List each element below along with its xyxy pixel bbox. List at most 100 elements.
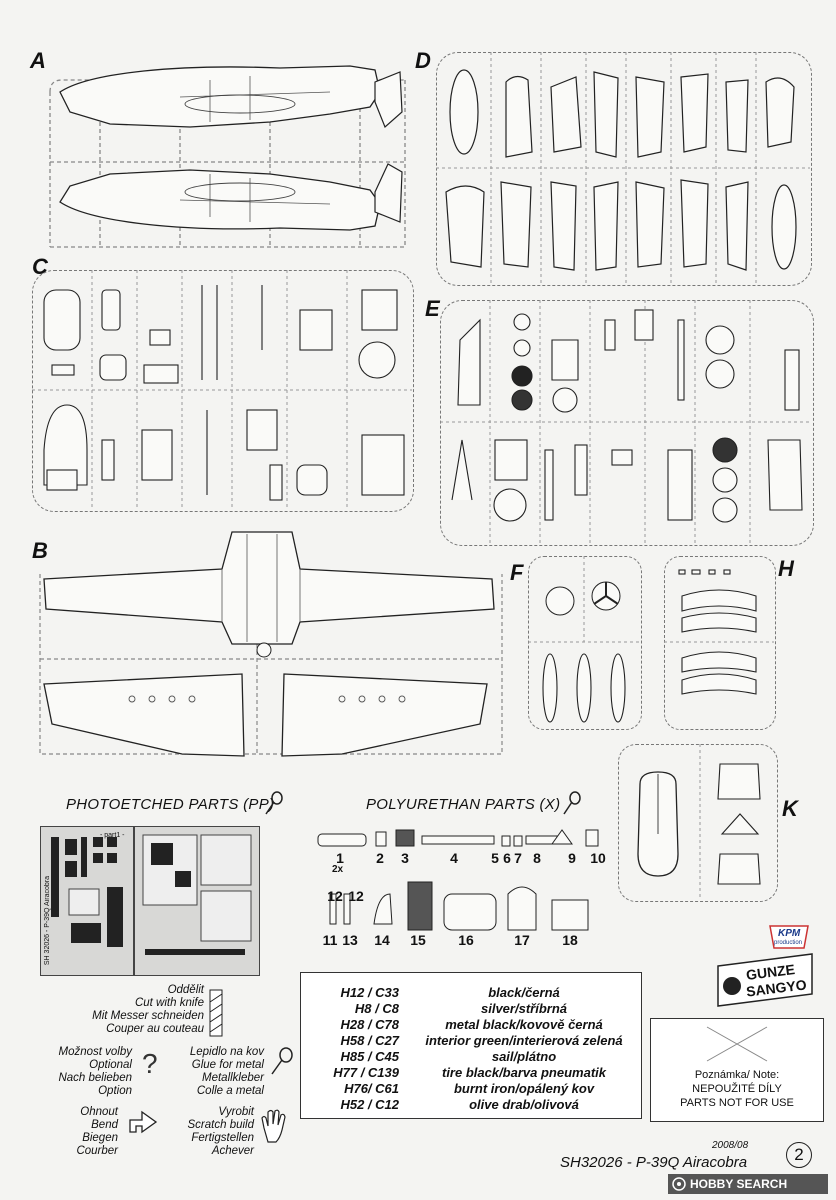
sprue-c-frame — [32, 270, 414, 512]
polyurethane-title: POLYURETHAN PARTS (X) — [366, 796, 561, 813]
paint-name: silver/stříbrná — [481, 1001, 567, 1016]
paint-name: metal black/kovově černá — [445, 1017, 603, 1032]
pu-part-number: 15 — [410, 932, 426, 948]
sprue-d-parts — [436, 52, 810, 284]
glue-icon — [265, 791, 283, 815]
paint-row: H52 / C12 olive drab/olivová — [301, 1097, 641, 1112]
pu-part-number: 17 — [514, 932, 530, 948]
question-mark-icon: ? — [142, 1048, 158, 1079]
pu-part-number: 13 — [342, 932, 358, 948]
sprue-k-parts — [637, 744, 761, 900]
sprue-e-frame — [440, 300, 814, 546]
paint-name: olive drab/olivová — [469, 1097, 579, 1112]
note-en: PARTS NOT FOR USE — [680, 1097, 794, 1109]
page-number: 2 — [786, 1142, 812, 1168]
paint-row: H76/ C61 burnt iron/opálený kov — [301, 1081, 641, 1096]
paint-name: interior green/interierová zelená — [425, 1033, 623, 1048]
sprue-letter-e: E — [425, 296, 440, 321]
polyurethane-parts — [317, 829, 599, 931]
paint-name: burnt iron/opálený kov — [453, 1081, 595, 1096]
paint-row: H28 / C78 metal black/kovově černá — [301, 1017, 641, 1032]
sprue-f-frame — [528, 556, 642, 730]
kpm-logo: KPM production — [766, 922, 812, 952]
paint-code: H77 / C139 — [333, 1065, 399, 1080]
note-heading: Poznámka/ Note: — [694, 1069, 780, 1081]
paint-code: H52 / C12 — [340, 1097, 399, 1112]
pu-part-number: 9 — [568, 850, 576, 866]
glue-icon — [271, 1047, 293, 1075]
legend-scratch-en: Scratch build — [187, 1119, 254, 1131]
sprue-c-parts — [32, 270, 412, 510]
footer-title: SH32026 - P-39Q Airacobra — [560, 1154, 748, 1171]
legend-scratch: Vyrobit Scratch build Fertigstellen Ache… — [160, 1106, 254, 1158]
kpm-text: KPM — [778, 928, 801, 939]
pu-part-number: 1 — [336, 850, 344, 866]
pu-qty: 2x — [332, 864, 344, 875]
pu-part-number: 4 — [450, 850, 458, 866]
legend-optional-cz: Možnost volby — [58, 1046, 132, 1058]
hobby-search-watermark: HOBBY SEARCH — [668, 1174, 828, 1194]
pe-sheet-2-parts — [142, 834, 252, 955]
paint-name: sail/plátno — [491, 1049, 557, 1064]
sprue-letter-a: A — [30, 48, 46, 73]
legend-glue-de: Metallkleber — [202, 1072, 264, 1084]
legend-glue-en: Glue for metal — [191, 1059, 264, 1071]
paint-code: H76/ C61 — [344, 1081, 399, 1096]
legend-bend-en: Bend — [91, 1119, 118, 1131]
legend-scratch-cz: Vyrobit — [218, 1106, 254, 1118]
paint-code: H8 / C8 — [354, 1001, 399, 1016]
pu-part-number: 10 — [590, 850, 606, 866]
sprue-h-parts — [664, 569, 774, 695]
kpm-sub: production — [774, 940, 803, 946]
legend-cut-fr: Couper au couteau — [106, 1023, 204, 1035]
note-cz: NEPOUŽITÉ DÍLY — [692, 1083, 782, 1095]
pe-sheet-part-label: - part1 - — [100, 832, 125, 839]
legend-cut-cz: Oddělit — [167, 984, 204, 996]
paint-code: H85 / C45 — [340, 1049, 399, 1064]
paint-code: H58 / C27 — [340, 1033, 399, 1048]
sprue-letter-d: D — [415, 48, 431, 73]
legend-glue-fr: Colle a metal — [196, 1085, 264, 1097]
pu-part-number: 12 — [348, 888, 364, 904]
pu-part-number: 6 — [503, 850, 511, 866]
pu-part-number: 7 — [514, 850, 522, 866]
pe-sheet-1 — [40, 826, 134, 976]
footer-date: 2008/08 — [712, 1140, 749, 1151]
cross-out-icon — [706, 1026, 768, 1062]
paint-name: black/černá — [488, 985, 560, 1000]
sprue-f-parts — [528, 556, 640, 723]
paint-row: H8 / C8 silver/stříbrná — [301, 1001, 641, 1016]
legend-cut-en: Cut with knife — [134, 997, 204, 1009]
bend-arrow-icon — [129, 1110, 158, 1134]
pu-part-number: 14 — [374, 932, 390, 948]
pe-sheet-2 — [134, 826, 260, 976]
pu-part-number: 12 — [327, 888, 343, 904]
photoetched-title: PHOTOETCHED PARTS (PP) — [66, 796, 275, 813]
legend-scratch-fr: Achever — [211, 1145, 254, 1157]
legend-optional-de: Nach belieben — [58, 1072, 132, 1084]
sprue-e-parts — [440, 300, 812, 544]
legend-bend-de: Biegen — [82, 1132, 118, 1144]
legend-bend-fr: Courber — [76, 1145, 118, 1157]
legend-optional-en: Optional — [89, 1059, 132, 1071]
cut-with-knife-icon — [209, 989, 223, 1037]
legend-scratch-de: Fertigstellen — [191, 1132, 254, 1144]
paint-row: H85 / C45 sail/plátno — [301, 1049, 641, 1064]
hobby-search-logo-icon — [672, 1177, 686, 1191]
pu-part-number: 2 — [376, 850, 384, 866]
sprue-d-frame — [436, 52, 812, 286]
pu-part-number: 11 — [322, 932, 338, 948]
sprue-b-wings — [39, 531, 503, 757]
pe-sheet-1-parts — [51, 837, 123, 947]
pu-part-number: 16 — [458, 932, 474, 948]
glue-icon — [563, 791, 581, 815]
pu-part-number: 18 — [562, 932, 578, 948]
gunze-sangyo-logo: GUNZE SANGYO — [712, 952, 818, 1008]
paint-row: H12 / C33 black/černá — [301, 985, 641, 1000]
sprue-a-fuselage — [49, 65, 406, 248]
legend-optional-fr: Option — [98, 1085, 132, 1097]
paint-row: H58 / C27 interior green/interierová zel… — [301, 1033, 641, 1048]
pu-part-number: 5 — [491, 850, 499, 866]
pe-sheet-code: SH 32026 - P-39Q Airacobra — [44, 876, 51, 966]
sprue-k-frame — [618, 744, 778, 902]
